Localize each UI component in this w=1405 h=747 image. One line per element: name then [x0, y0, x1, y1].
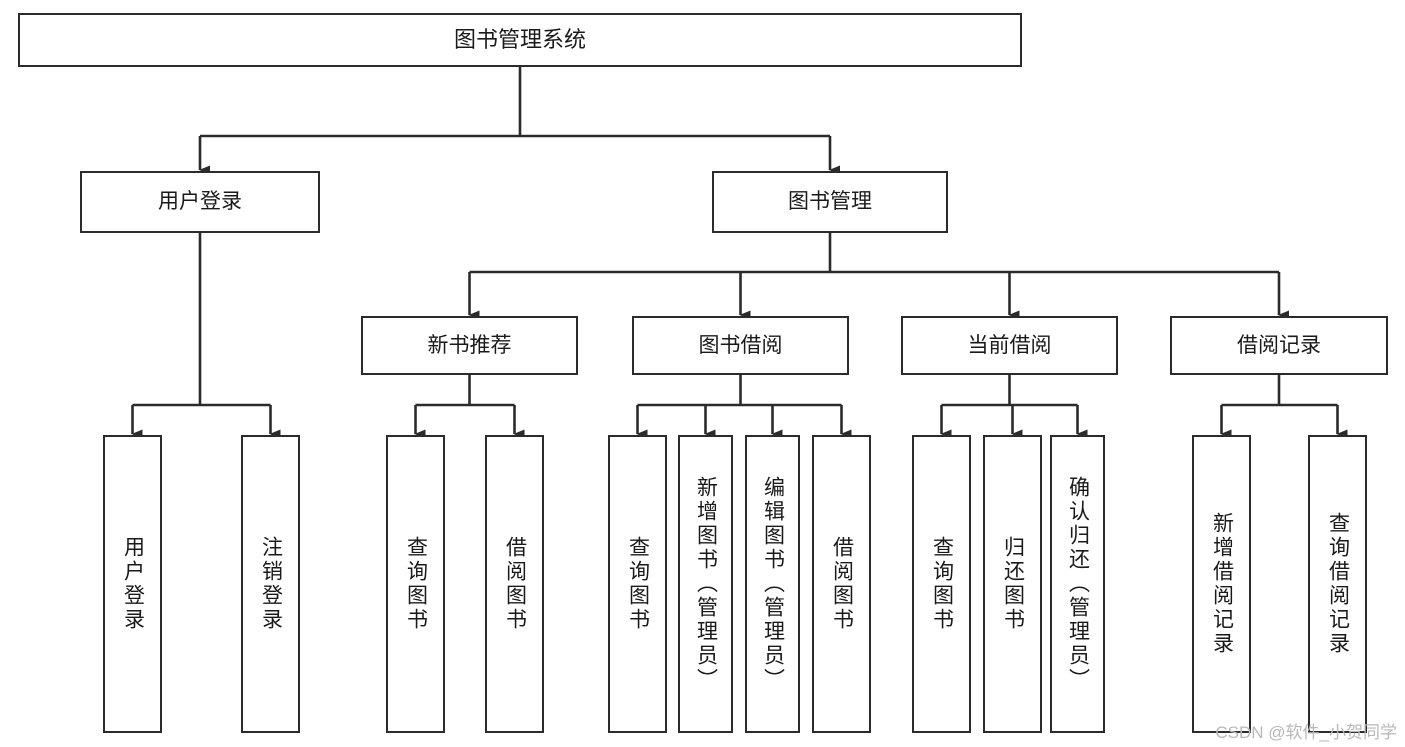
- node-label-leaf-add-record: 新增借阅记录: [1210, 512, 1234, 656]
- node-borrow-record[interactable]: 借阅记录: [1170, 316, 1388, 375]
- node-leaf-borrow-book-2[interactable]: 借阅图书: [812, 435, 871, 733]
- node-label-leaf-query-book-3: 查询图书: [930, 536, 954, 632]
- node-label-leaf-logout: 注销登录: [259, 536, 283, 632]
- node-label-leaf-return-book: 归还图书: [1001, 536, 1025, 632]
- node-new-book-rec[interactable]: 新书推荐: [361, 316, 578, 375]
- node-label-leaf-add-book: 新增图书（管理员）: [694, 476, 718, 692]
- node-leaf-edit-book[interactable]: 编辑图书（管理员）: [745, 435, 800, 733]
- node-leaf-borrow-book-1[interactable]: 借阅图书: [485, 435, 544, 733]
- node-book-manage[interactable]: 图书管理: [712, 171, 948, 233]
- node-label-current-borrow: 当前借阅: [967, 333, 1052, 357]
- node-label-borrow-record: 借阅记录: [1237, 333, 1321, 357]
- node-label-leaf-borrow-book-2: 借阅图书: [830, 536, 854, 632]
- node-label-leaf-query-record: 查询借阅记录: [1326, 512, 1350, 656]
- node-label-leaf-user-login: 用户登录: [121, 536, 145, 632]
- node-label-book-manage: 图书管理: [788, 190, 872, 214]
- connector-paths: [131, 67, 1348, 439]
- node-book-borrow[interactable]: 图书借阅: [632, 316, 849, 375]
- node-current-borrow[interactable]: 当前借阅: [901, 316, 1118, 375]
- node-root[interactable]: 图书管理系统: [18, 13, 1022, 67]
- node-label-leaf-borrow-book-1: 借阅图书: [503, 536, 527, 632]
- node-leaf-query-book-2[interactable]: 查询图书: [608, 435, 667, 733]
- node-label-new-book-rec: 新书推荐: [427, 333, 512, 357]
- node-leaf-add-book[interactable]: 新增图书（管理员）: [678, 435, 733, 733]
- node-leaf-user-login[interactable]: 用户登录: [103, 435, 162, 733]
- node-label-book-borrow: 图书借阅: [698, 333, 783, 357]
- node-leaf-return-book[interactable]: 归还图书: [983, 435, 1042, 733]
- node-leaf-add-record[interactable]: 新增借阅记录: [1192, 435, 1251, 733]
- node-label-leaf-query-book-1: 查询图书: [404, 536, 428, 632]
- node-label-user-login: 用户登录: [158, 190, 242, 214]
- node-leaf-query-record[interactable]: 查询借阅记录: [1308, 435, 1367, 733]
- node-label-leaf-edit-book: 编辑图书（管理员）: [761, 476, 785, 692]
- node-user-login[interactable]: 用户登录: [80, 171, 320, 233]
- node-label-leaf-query-book-2: 查询图书: [626, 536, 650, 632]
- node-label-leaf-confirm-return: 确认归还（管理员）: [1066, 476, 1090, 692]
- node-leaf-query-book-3[interactable]: 查询图书: [912, 435, 971, 733]
- node-leaf-query-book-1[interactable]: 查询图书: [386, 435, 445, 733]
- node-leaf-confirm-return[interactable]: 确认归还（管理员）: [1050, 435, 1105, 733]
- node-label-root: 图书管理系统: [453, 26, 586, 52]
- node-leaf-logout[interactable]: 注销登录: [241, 435, 300, 733]
- watermark-text: CSDN @软件_小贺同学: [1215, 723, 1397, 742]
